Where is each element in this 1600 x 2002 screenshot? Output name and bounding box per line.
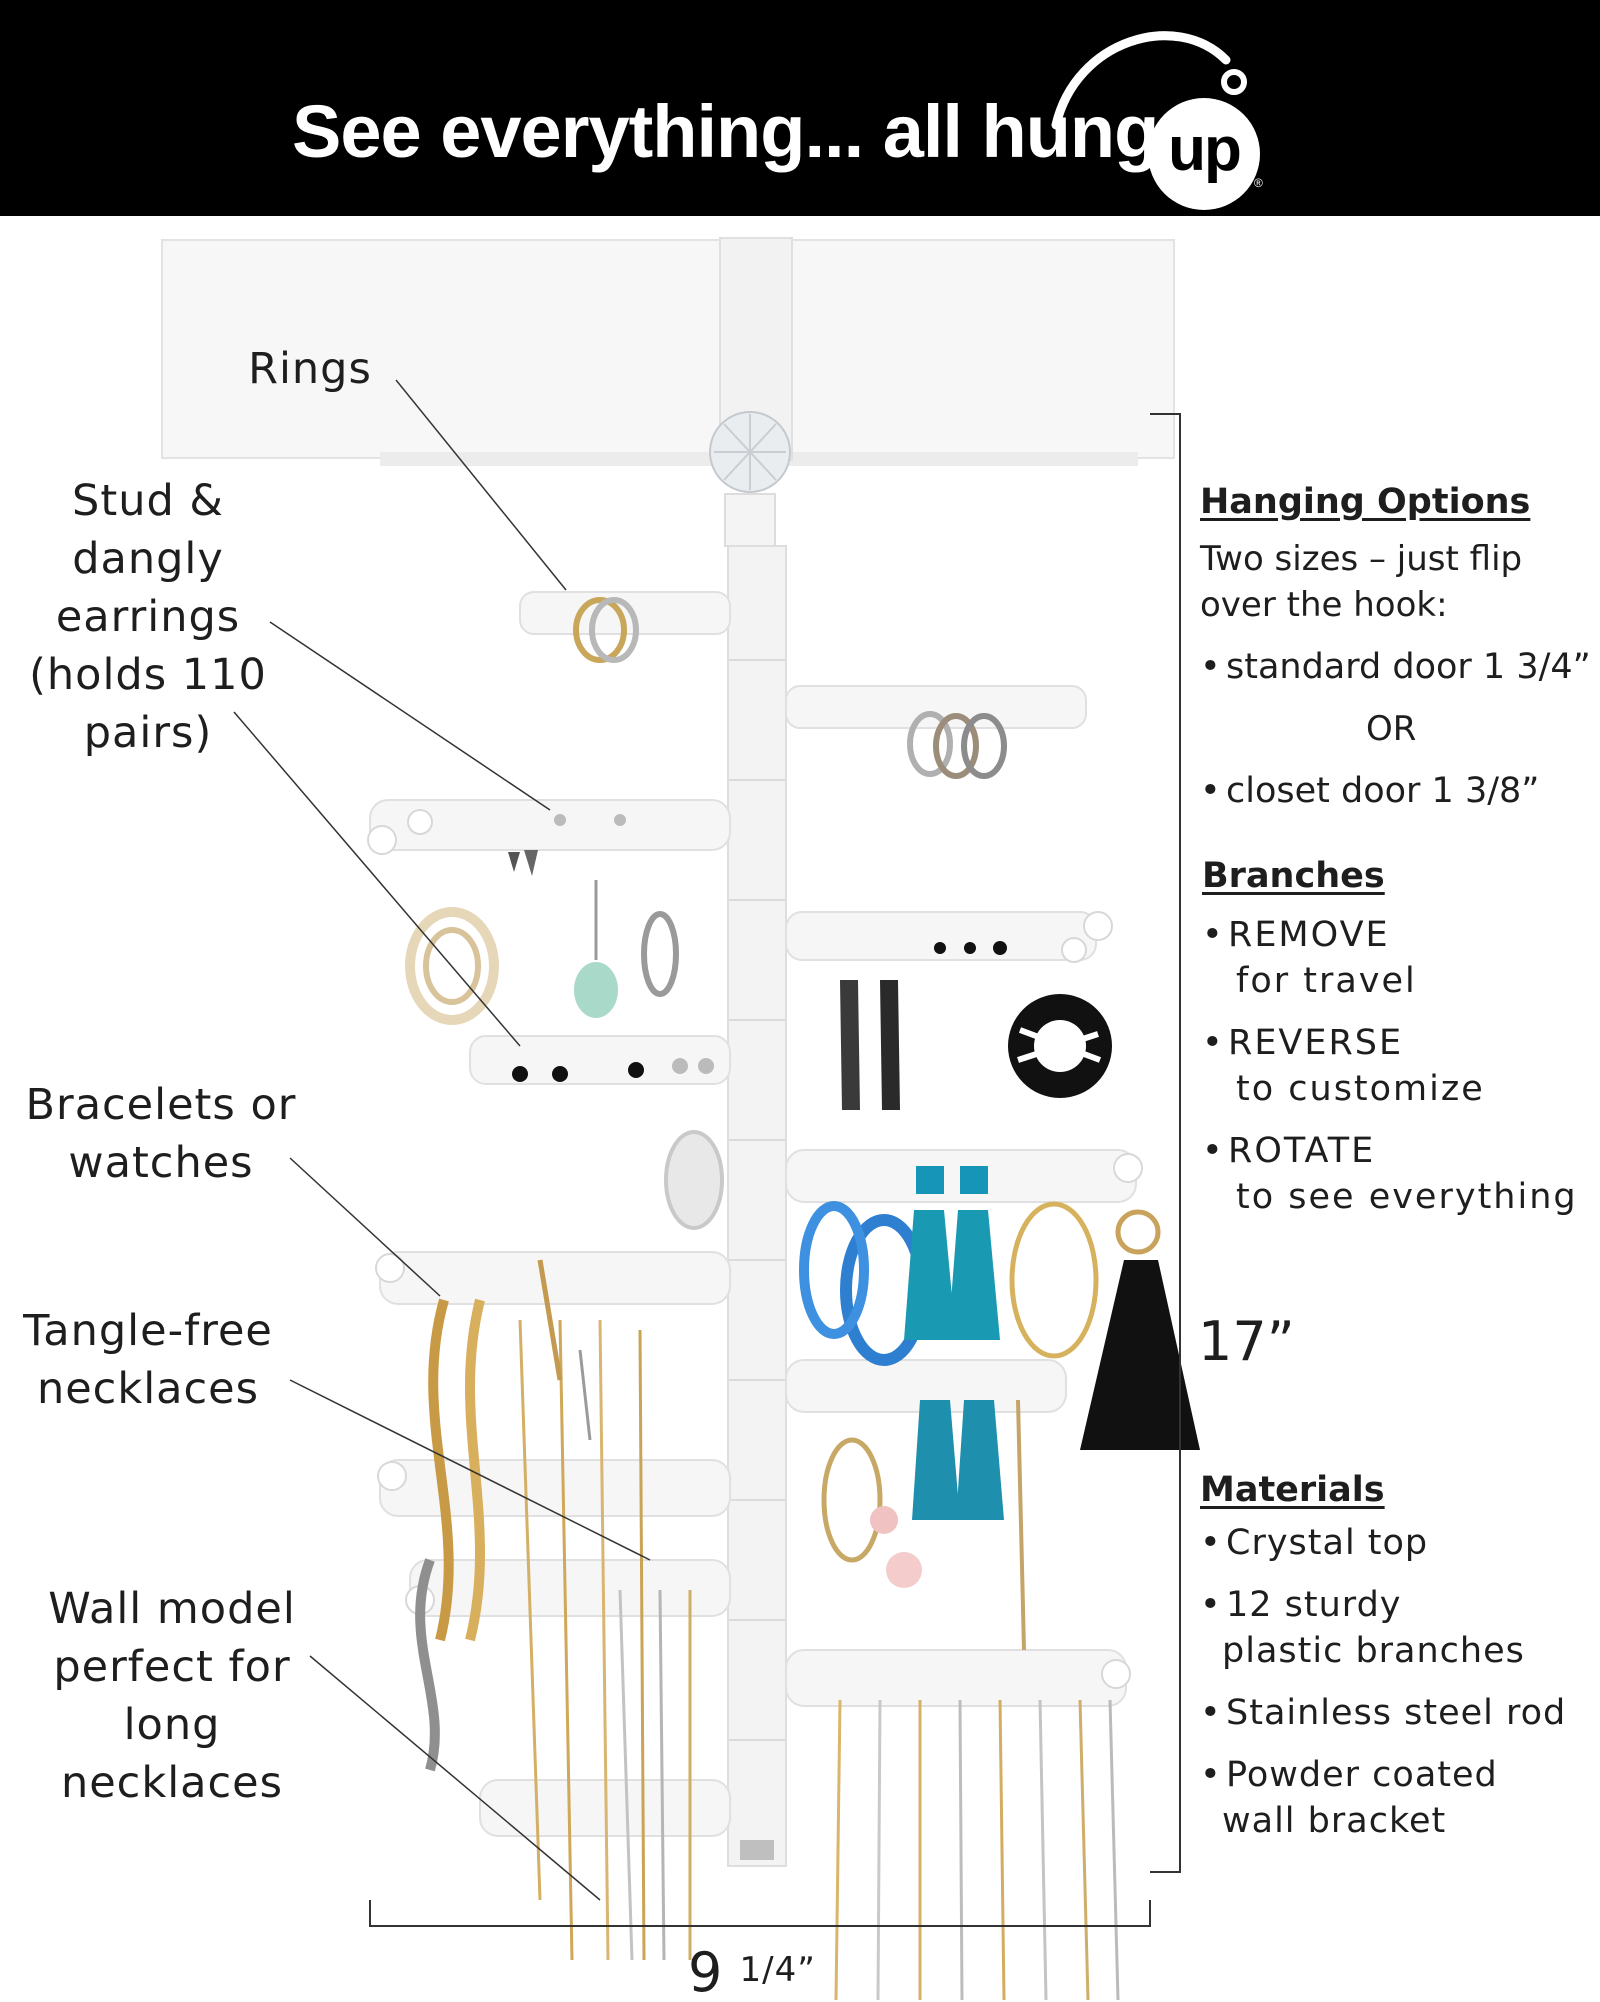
wall-model-callout: Wall model perfect for long necklaces bbox=[30, 1580, 314, 1812]
bullet-dot: • bbox=[1200, 771, 1221, 811]
bullet-continuation: to customize bbox=[1236, 1069, 1485, 1109]
earrings bbox=[405, 814, 1200, 1651]
header-banner: See everything... all hung up ® bbox=[0, 0, 1600, 216]
callout-line: long bbox=[123, 1700, 221, 1750]
rings bbox=[573, 597, 1007, 779]
bullet-text: ROTATE bbox=[1228, 1131, 1376, 1171]
branches-title: Branches bbox=[1202, 856, 1385, 896]
materials-item-crystal: •Crystal top bbox=[1200, 1520, 1428, 1566]
hanger-hook-icon bbox=[1051, 31, 1247, 130]
bullet-dot: • bbox=[1202, 915, 1223, 955]
earrings-callout: Stud & dangly earrings (holds 110 pairs) bbox=[14, 472, 282, 762]
bullet-dot: • bbox=[1200, 1693, 1221, 1733]
materials-item-branches: •12 sturdy plastic branches bbox=[1200, 1582, 1525, 1674]
callout-line: dangly bbox=[72, 534, 224, 584]
callout-line: (holds 110 bbox=[29, 650, 267, 700]
callout-line: pairs) bbox=[83, 708, 213, 758]
hanging-options-intro-1: Two sizes – just flip bbox=[1200, 539, 1523, 579]
callout-line: earrings bbox=[55, 592, 241, 642]
logo-badge: up bbox=[1148, 98, 1260, 210]
width-whole: 9 bbox=[688, 1941, 723, 2002]
branches-item-reverse: •REVERSE to customize bbox=[1202, 1020, 1485, 1112]
callout-line: necklaces bbox=[60, 1758, 284, 1808]
bullet-dot: • bbox=[1200, 1585, 1221, 1625]
bullet-text: Stainless steel rod bbox=[1226, 1693, 1567, 1733]
callout-line: Rings bbox=[248, 344, 372, 394]
callout-leaders bbox=[233, 379, 651, 1901]
crystal-top bbox=[709, 411, 791, 547]
bullet-text: Powder coated bbox=[1226, 1755, 1498, 1795]
bullet-dot: • bbox=[1200, 647, 1221, 687]
bullet-dot: • bbox=[1202, 1023, 1223, 1063]
headline: See everything... all hung bbox=[292, 90, 1159, 173]
bracelets bbox=[415, 1298, 485, 1772]
hanging-options-title: Hanging Options bbox=[1200, 482, 1531, 522]
bullet-continuation: to see everything bbox=[1236, 1177, 1578, 1217]
necklaces-callout: Tangle-free necklaces bbox=[8, 1302, 288, 1418]
branches-panel: Branches •REMOVE for travel •REVERSE to … bbox=[1198, 854, 1598, 1224]
bullet-text: REMOVE bbox=[1228, 915, 1390, 955]
bullet-dot: • bbox=[1200, 1755, 1221, 1795]
hanging-option-closet: •closet door 1 3/8” bbox=[1200, 768, 1539, 814]
bullet-continuation: wall bracket bbox=[1222, 1801, 1447, 1841]
bullet-text: Crystal top bbox=[1226, 1523, 1429, 1563]
registered-mark: ® bbox=[1254, 176, 1263, 190]
materials-panel: Materials •Crystal top •12 sturdy plasti… bbox=[1198, 1468, 1598, 1848]
bullet-continuation: plastic branches bbox=[1222, 1631, 1525, 1671]
materials-title: Materials bbox=[1200, 1470, 1385, 1510]
hanging-options-intro-2: over the hook: bbox=[1200, 585, 1448, 625]
dimension-lines bbox=[369, 413, 1181, 1927]
bullet-text: closet door 1 3/8” bbox=[1226, 771, 1540, 811]
materials-item-bracket: •Powder coated wall bracket bbox=[1200, 1752, 1498, 1844]
height-dimension: 17” bbox=[1198, 1310, 1295, 1373]
bullet-text: 12 sturdy bbox=[1226, 1585, 1402, 1625]
callout-line: watches bbox=[68, 1138, 254, 1188]
plastic-branches bbox=[369, 591, 1137, 1837]
branches-item-remove: •REMOVE for travel bbox=[1202, 912, 1417, 1004]
callout-line: Wall model bbox=[48, 1584, 296, 1634]
stainless-rod bbox=[727, 545, 787, 1867]
bullet-text: REVERSE bbox=[1228, 1023, 1404, 1063]
bullet-dot: • bbox=[1202, 1131, 1223, 1171]
bullet-text: standard door 1 3/4” bbox=[1226, 647, 1591, 687]
callout-line: necklaces bbox=[36, 1364, 260, 1414]
width-dimension: 9 1/4” bbox=[688, 1940, 816, 2002]
necklaces bbox=[518, 1259, 1120, 2001]
bracelets-callout: Bracelets or watches bbox=[8, 1076, 314, 1192]
callout-line: Stud & bbox=[72, 476, 224, 526]
callout-line: Bracelets or bbox=[25, 1080, 297, 1130]
branches-item-rotate: •ROTATE to see everything bbox=[1202, 1128, 1578, 1220]
product-photo bbox=[161, 237, 1200, 2001]
materials-item-rod: •Stainless steel rod bbox=[1200, 1690, 1566, 1736]
callout-line: perfect for bbox=[53, 1642, 291, 1692]
bullet-dot: • bbox=[1200, 1523, 1221, 1563]
hanging-option-standard: •standard door 1 3/4” bbox=[1200, 644, 1591, 690]
bullet-continuation: for travel bbox=[1236, 961, 1417, 1001]
hanging-options-panel: Hanging Options Two sizes – just flip ov… bbox=[1198, 480, 1598, 820]
hanging-options-or: OR bbox=[1366, 709, 1417, 749]
width-fraction: 1/4” bbox=[739, 1950, 816, 1990]
callout-line: Tangle-free bbox=[23, 1306, 273, 1356]
rings-callout: Rings bbox=[230, 340, 390, 398]
